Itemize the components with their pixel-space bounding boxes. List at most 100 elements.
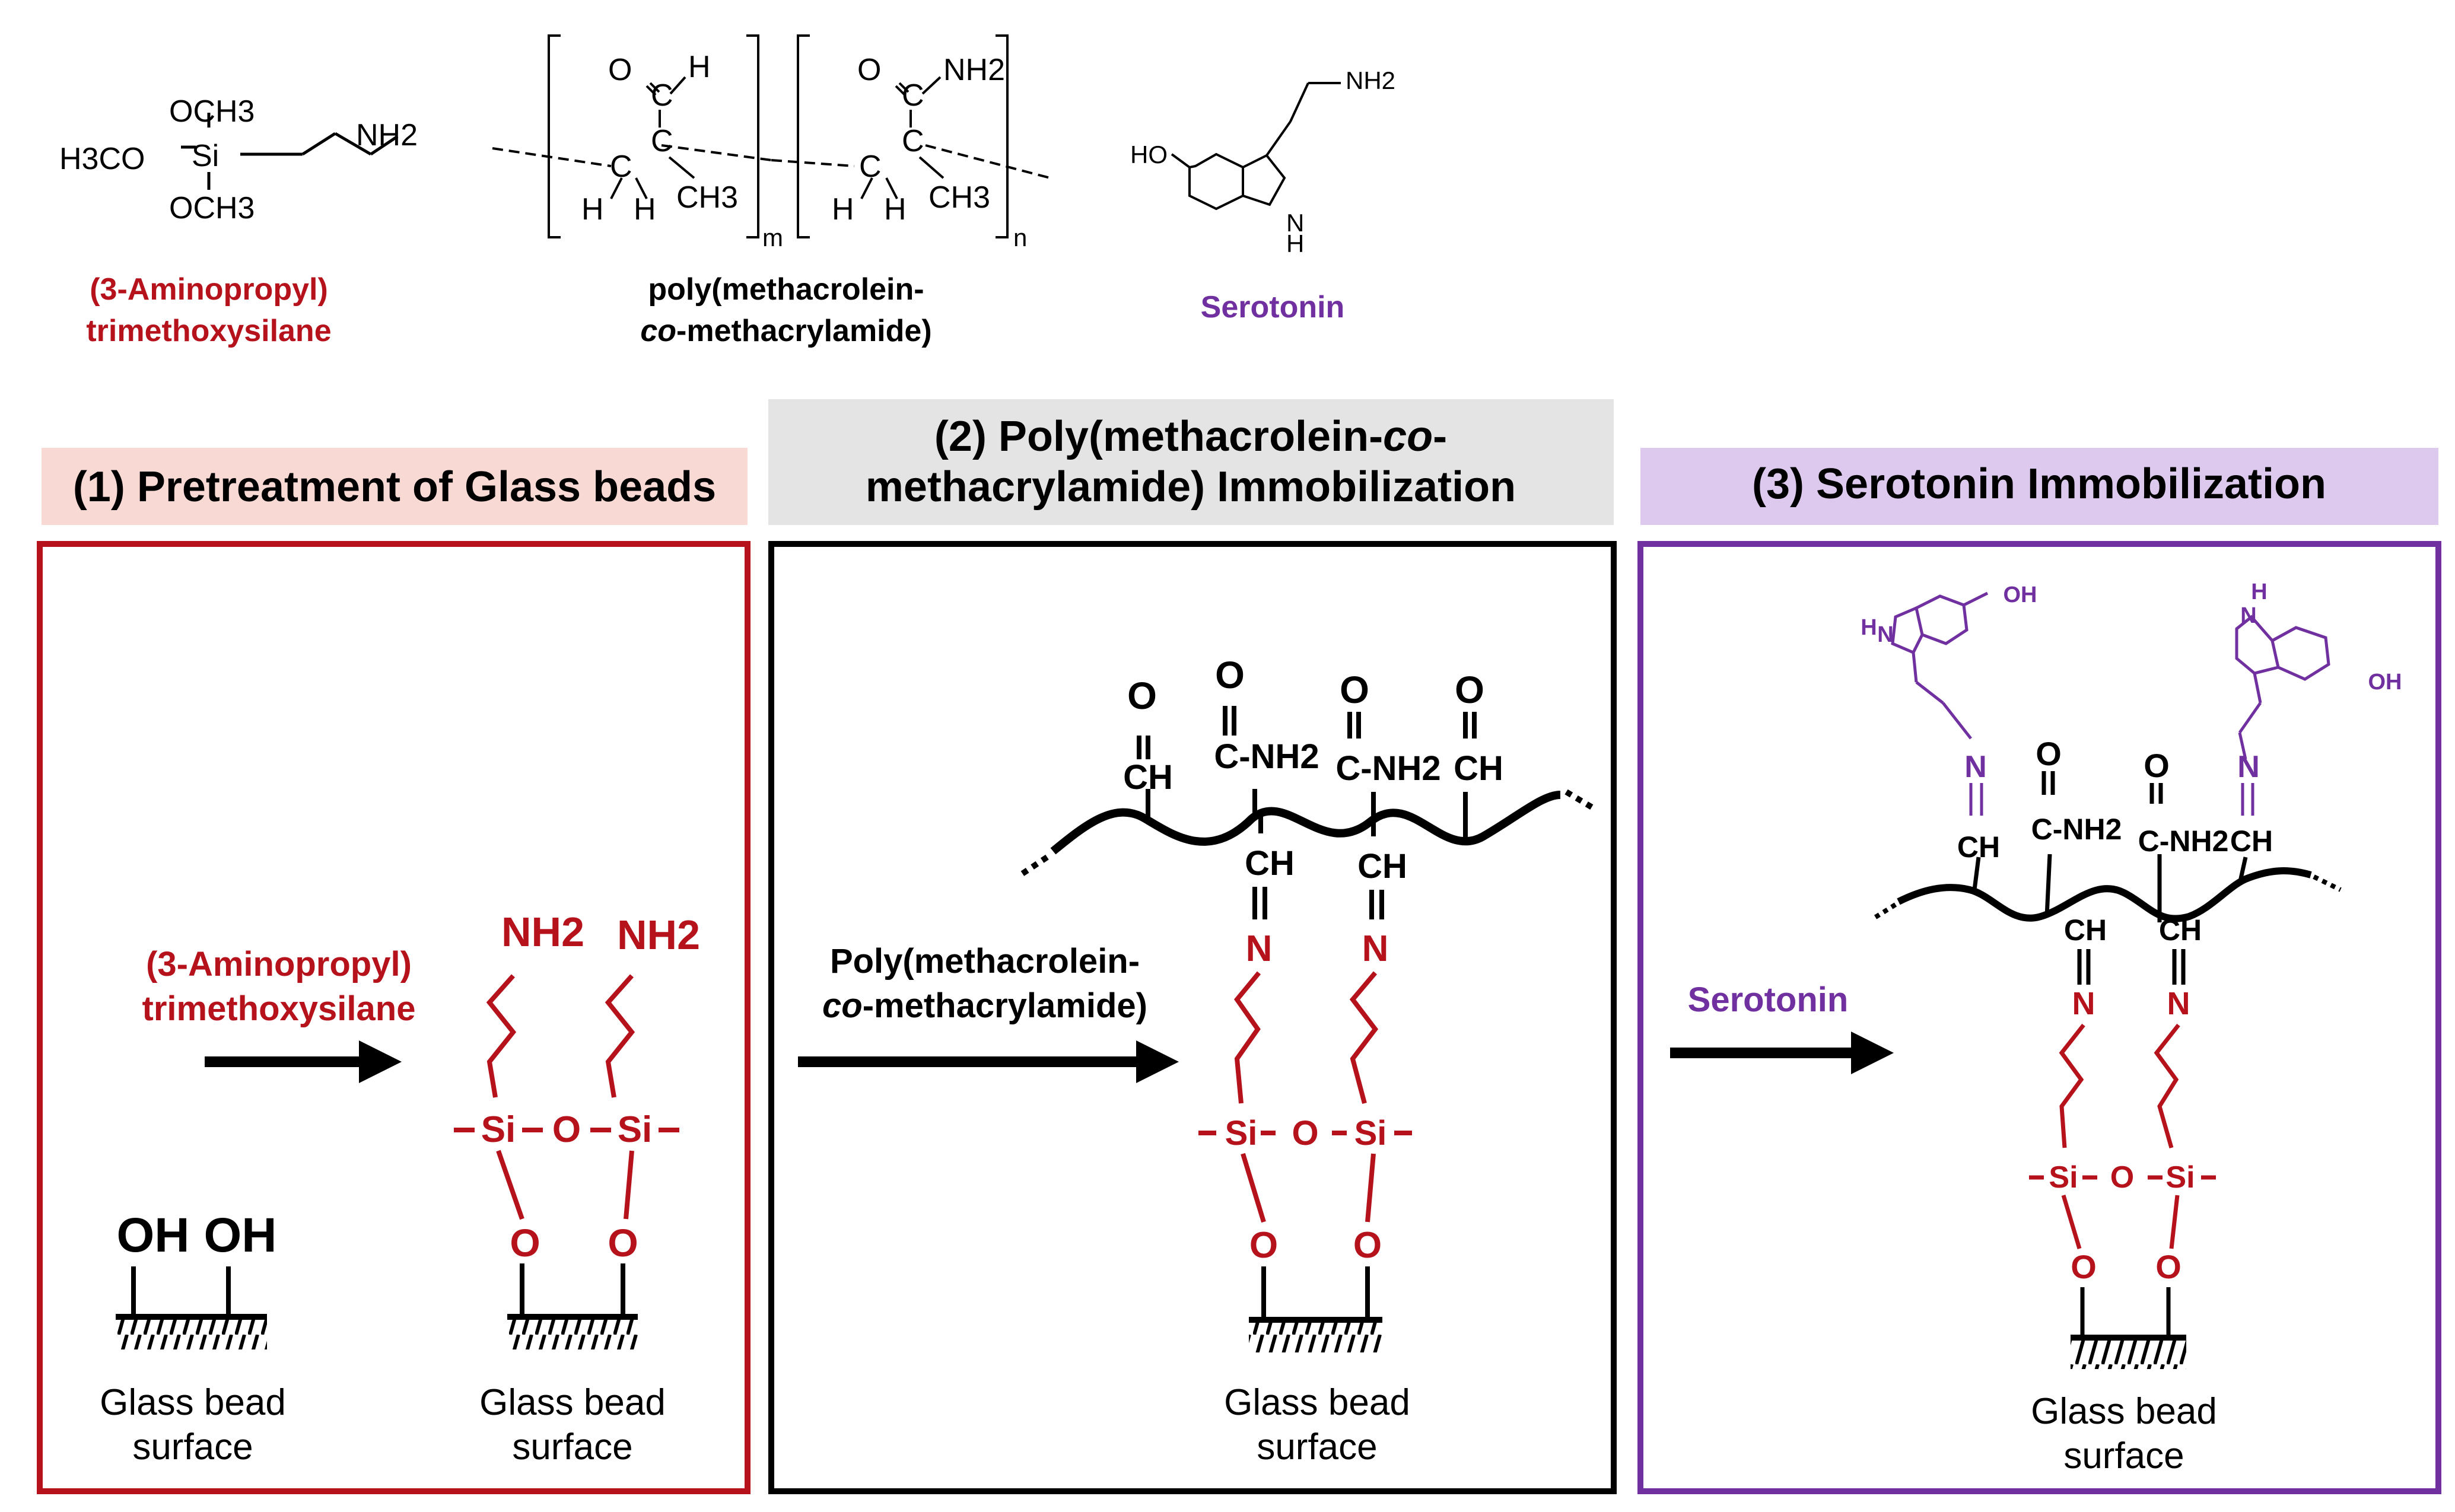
panel3-ser-right-oh: OH [2368, 670, 2402, 695]
poly-c4: C [902, 78, 924, 113]
panel2-title-line1: (2) Poly(methacrolein-co- [934, 413, 1447, 460]
poly-h4: H [832, 192, 854, 227]
panel3-ser-left-n: N [1964, 750, 1987, 784]
panel3-surface-line1: Glass bead [2031, 1391, 2217, 1432]
panel1-arrow-label-line1: (3-Aminopropyl) [146, 945, 412, 983]
panel3-imine-n-1: N [2072, 986, 2095, 1021]
aptms-si: Si [192, 139, 219, 173]
panel3-polymer-backbone [1870, 771, 2342, 985]
panel2-imine-n-1: N [1246, 928, 1273, 969]
aptms-h3co: H3CO [59, 142, 145, 176]
panel1-oh-2: OH [204, 1208, 277, 1262]
panel2-imine-ch-1: CH [1245, 844, 1295, 883]
serotonin-structure [1171, 82, 1341, 211]
panel1-o-left: O [510, 1221, 540, 1265]
panel1-oh-1: OH [117, 1208, 190, 1262]
aptms-name-line2: trimethoxysilane [86, 314, 331, 348]
poly-ch3-2: CH3 [928, 180, 990, 215]
panel2-o-left: O [1249, 1225, 1278, 1266]
panel1-silane-layer [454, 974, 679, 1317]
panel3-imine-n-2: N [2167, 986, 2190, 1021]
panel1-o-right: O [608, 1221, 638, 1265]
panel3-imine-left-ch: CH [1957, 830, 2000, 864]
panel2-arrow-label-line2: co-methacrylamide) [822, 986, 1147, 1025]
panel1-surface-right-line2: surface [512, 1427, 632, 1468]
panel2-top-o-2: O [1215, 654, 1245, 696]
panel3-imine-right-ch: CH [2230, 825, 2273, 858]
ser-nh-h: H [1286, 230, 1304, 257]
ser-nh2: NH2 [1346, 66, 1395, 94]
poly-o2: O [857, 53, 881, 87]
panel1-treated-surface [507, 1314, 638, 1349]
poly-nh2: NH2 [943, 53, 1005, 87]
poly-c3: C [651, 124, 673, 158]
aptms-och3-top: OCH3 [169, 94, 255, 129]
panel3-ser-right-n: N [2240, 603, 2256, 628]
panel2-title-line2: methacrylamide) Immobilization [866, 463, 1516, 511]
panel2-si-1: Si [1225, 1114, 1258, 1153]
panel1-surface-left-line1: Glass bead [100, 1382, 286, 1423]
panel1-si-2: Si [618, 1109, 653, 1150]
panel1-header-bg [42, 448, 748, 525]
panel2-header-bg [768, 399, 1614, 525]
panel3-surface [2071, 1335, 2186, 1369]
panel2-si-2: Si [1354, 1114, 1387, 1153]
poly-c1: C [651, 78, 673, 113]
poly-c6: C [902, 124, 924, 158]
panel1-bare-surface [116, 1266, 267, 1349]
panel3-title: (3) Serotonin Immobilization [1752, 460, 2326, 508]
poly-c5: C [859, 149, 882, 184]
panel1-surface-left-line2: surface [132, 1427, 253, 1468]
poly-h1: H [688, 50, 711, 84]
panel2-top-group-4: CH [1454, 749, 1503, 788]
panel3-top-o-2: O [2144, 747, 2170, 784]
panel1-si-1: Si [481, 1109, 516, 1150]
polymer-structure [492, 34, 1051, 238]
polymer-name-line2: co-methacrylamide) [640, 314, 931, 348]
aptms-name-line1: (3-Aminopropyl) [90, 272, 328, 307]
panel2-box [768, 541, 1617, 1494]
poly-ch3-1: CH3 [676, 180, 738, 215]
panel3-ser-right-h: H [2251, 580, 2267, 604]
polymer-name-line1: poly(methacrolein- [648, 272, 924, 307]
serotonin-name: Serotonin [1201, 290, 1345, 324]
panel3-top-group-1: C-NH2 [2031, 813, 2122, 846]
panel1-title: (1) Pretreatment of Glass beads [73, 463, 716, 511]
panel2-o-right: O [1353, 1225, 1382, 1266]
panel1-box [37, 541, 751, 1494]
panel2-top-group-3: C-NH2 [1335, 749, 1440, 788]
panel3-top-group-2: C-NH2 [2138, 825, 2229, 858]
panel2-top-o-4: O [1455, 669, 1484, 711]
panel2-surface-line1: Glass bead [1224, 1382, 1410, 1423]
poly-m: m [762, 224, 783, 252]
panel2-top-group-2: C-NH2 [1214, 737, 1319, 776]
panel3-silane-layer [2029, 1023, 2216, 1338]
panel3-arrow-label: Serotonin [1688, 981, 1849, 1019]
ser-ho: HO [1130, 141, 1168, 168]
poly-h5: H [884, 192, 907, 227]
panel3-ser-right-n-imine: N [2237, 750, 2260, 784]
panel2-top-group-1: CH [1123, 758, 1173, 797]
panel2-imine-n-2: N [1362, 928, 1389, 969]
panel2-imine-ch-2: CH [1357, 847, 1407, 886]
panel3-serotonin-right [2235, 615, 2330, 816]
poly-c2: C [610, 149, 632, 184]
aptms-och3-bottom: OCH3 [169, 191, 255, 225]
panel3-si-1: Si [2049, 1160, 2078, 1195]
panel3-box [1637, 541, 2441, 1494]
panel1-arrow-label-line2: trimethoxysilane [142, 989, 416, 1028]
panel2-o-bridge: O [1292, 1114, 1318, 1153]
panel2-surface-line2: surface [1257, 1427, 1377, 1468]
poly-o1: O [608, 53, 632, 87]
panel3-ser-left-h: H [1861, 615, 1877, 640]
ser-nh-n: N [1286, 209, 1304, 237]
aptms-nh2: NH2 [356, 118, 418, 152]
panel3-si-2: Si [2165, 1160, 2195, 1195]
panel3-ser-left-nh: N [1877, 622, 1893, 647]
panel2-surface [1249, 1317, 1382, 1352]
poly-h2: H [581, 192, 604, 227]
panel3-imine-ch-2: CH [2159, 913, 2202, 947]
poly-h3: H [634, 192, 656, 227]
panel2-polymer-backbone [1019, 706, 1598, 919]
